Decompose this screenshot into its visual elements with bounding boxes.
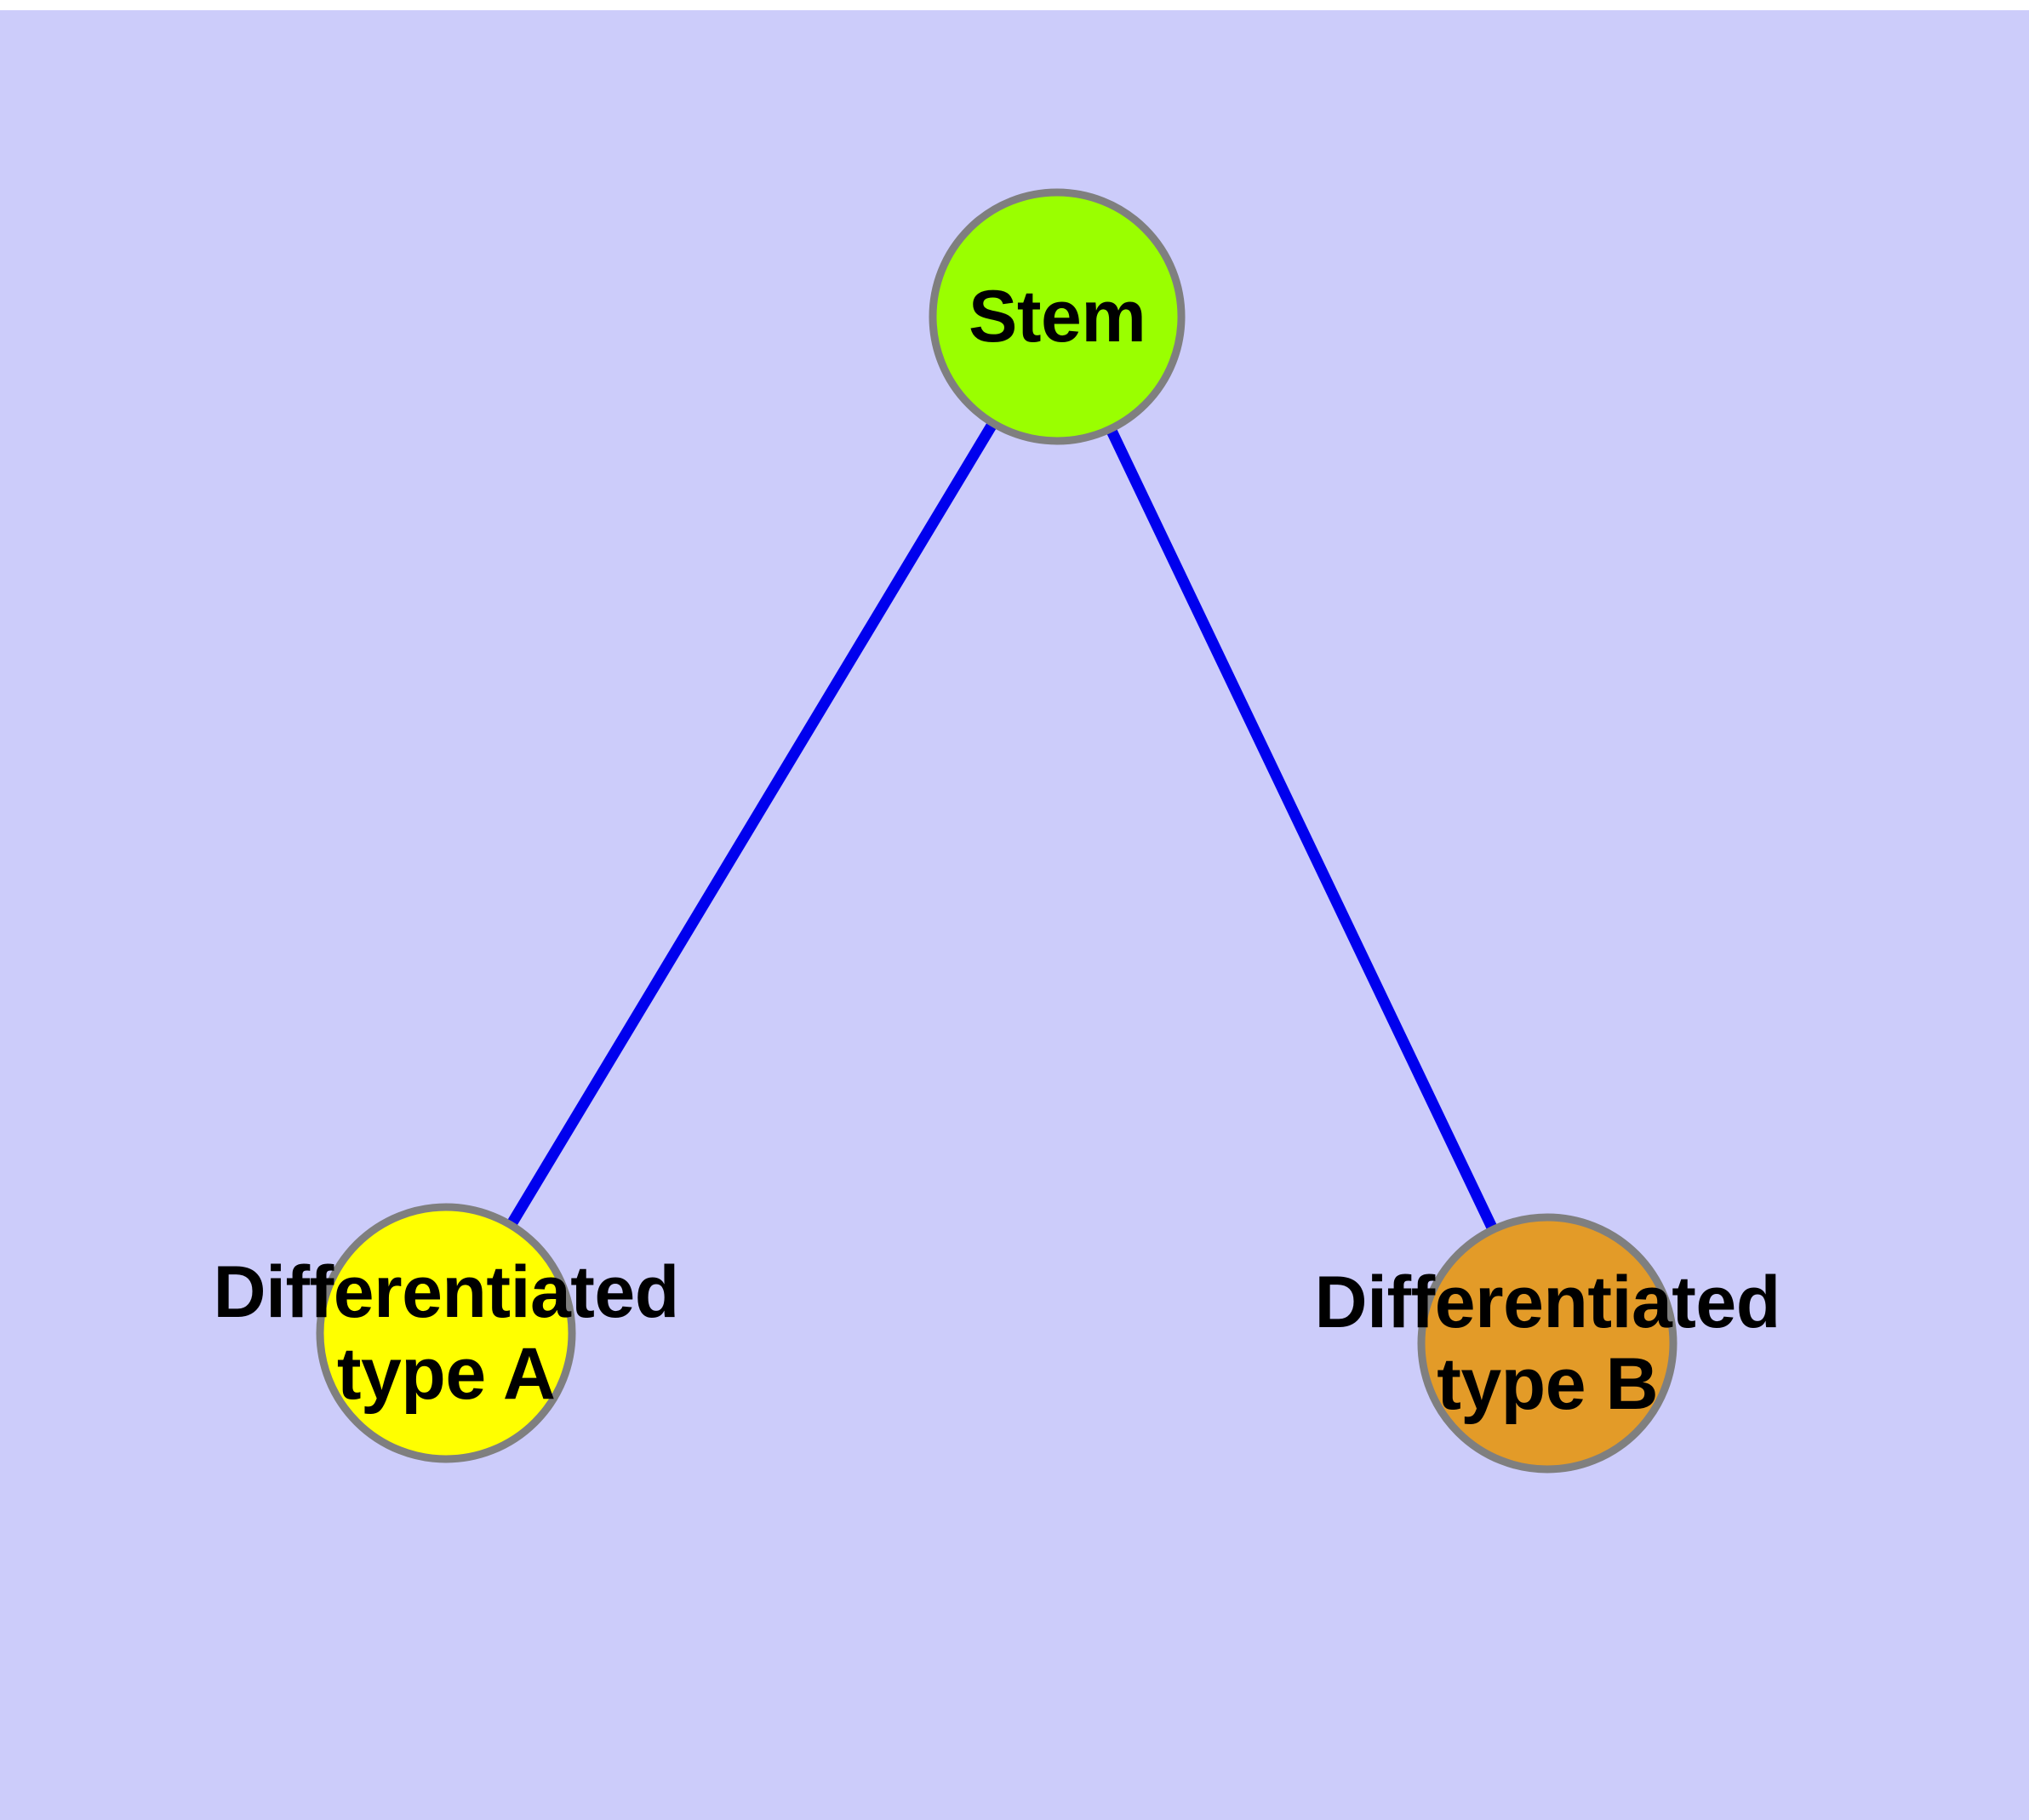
edge-layer xyxy=(506,421,1498,1231)
node-layer xyxy=(316,188,1677,1474)
edge-stem-diff-b xyxy=(1106,427,1498,1231)
edge-stem-diff-a xyxy=(506,421,997,1227)
node-stem[interactable] xyxy=(929,188,1186,445)
node-diff_b[interactable] xyxy=(1417,1213,1677,1474)
node-hit-diff_a[interactable] xyxy=(320,1207,572,1459)
node-diff_a[interactable] xyxy=(316,1203,576,1463)
node-hit-stem[interactable] xyxy=(933,192,1181,441)
node-hit-diff_b[interactable] xyxy=(1421,1217,1673,1469)
